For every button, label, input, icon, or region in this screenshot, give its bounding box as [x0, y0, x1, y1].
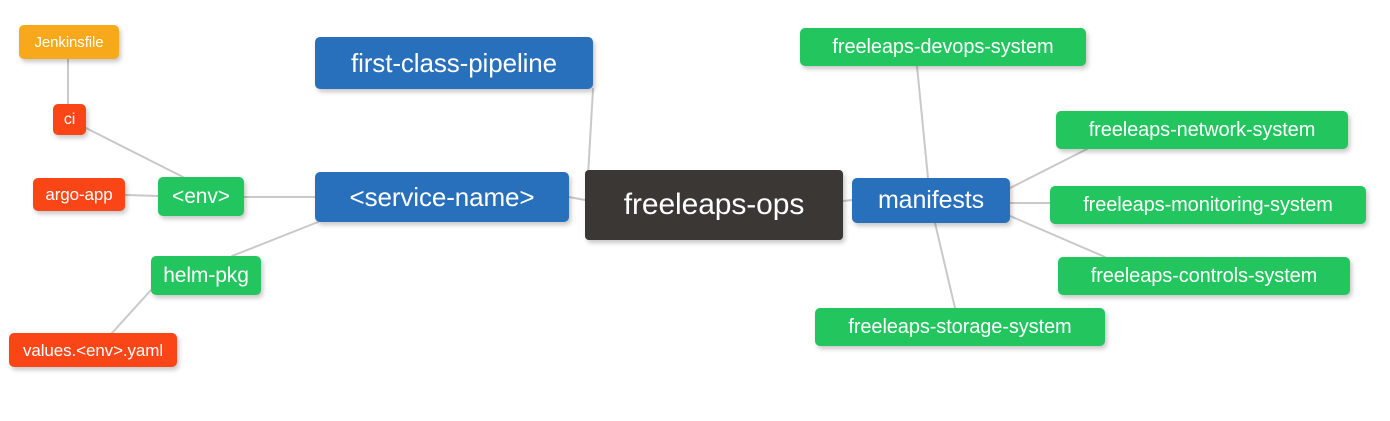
node-devops[interactable]: freeleaps-devops-system [800, 28, 1086, 66]
edge-service-to-helm [231, 221, 319, 257]
node-manifests[interactable]: manifests [852, 178, 1010, 223]
node-service[interactable]: <service-name> [315, 172, 569, 222]
edge-env-to-ci [85, 127, 184, 178]
edge-manifests-to-devops [916, 65, 929, 179]
edge-root-to-pipeline [587, 88, 594, 177]
edge-root-to-manifests [842, 199, 853, 202]
node-root[interactable]: freeleaps-ops [585, 170, 843, 240]
node-jenkinsfile[interactable]: Jenkinsfile [19, 25, 119, 59]
node-controls[interactable]: freeleaps-controls-system [1058, 257, 1350, 295]
node-argoapp[interactable]: argo-app [33, 178, 125, 211]
node-valuesyaml[interactable]: values.<env>.yaml [9, 333, 177, 367]
edge-root-to-service [568, 196, 586, 201]
node-helm[interactable]: helm-pkg [151, 256, 261, 295]
node-pipeline[interactable]: first-class-pipeline [315, 37, 593, 89]
edge-manifests-to-network [1009, 148, 1088, 189]
edge-manifests-to-storage [934, 222, 956, 309]
node-network[interactable]: freeleaps-network-system [1056, 111, 1348, 149]
node-ci[interactable]: ci [53, 104, 86, 135]
edge-helm-to-valuesyaml [111, 289, 152, 334]
node-storage[interactable]: freeleaps-storage-system [815, 308, 1105, 346]
node-monitoring[interactable]: freeleaps-monitoring-system [1050, 186, 1366, 224]
edge-env-to-argoapp [124, 194, 159, 197]
node-env[interactable]: <env> [158, 177, 244, 216]
